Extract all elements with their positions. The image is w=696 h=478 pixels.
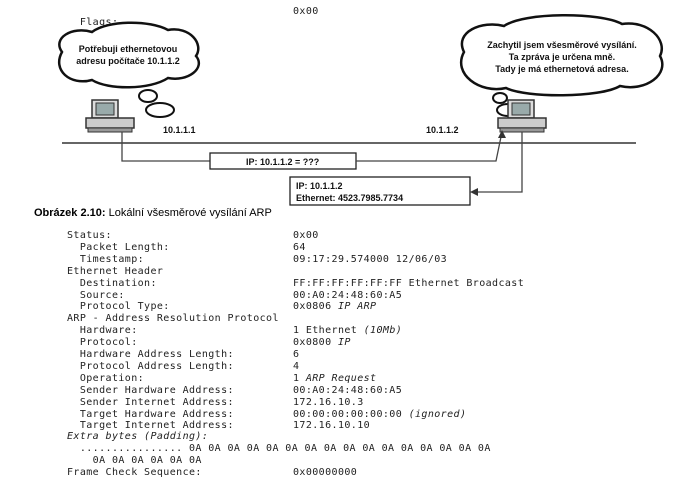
dump-key: Destination: [67, 277, 157, 289]
dump-value: 0x0800 IP [293, 337, 351, 349]
padding-line-2: 0A 0A 0A 0A 0A 0A [67, 455, 202, 466]
request-box-text: IP: 10.1.1.2 = ??? [246, 157, 319, 167]
dump-key: Hardware Address Length: [67, 349, 234, 360]
right-thought-bubble: Zachytil jsem všesměrové vysílání. Ta zp… [460, 14, 664, 117]
dump-key: Sender Internet Address: [67, 396, 234, 408]
right-bubble-line-2: Ta zpráva je určena mně. [509, 52, 615, 62]
arp-diagram: Potřebuji ethernetovou adresu počítače 1… [57, 14, 664, 206]
dump-value: 1 Ethernet (10Mb) [293, 325, 403, 337]
dump-value: 09:17:29.574000 12/06/03 [293, 253, 448, 265]
dump-value: 6 [293, 349, 300, 360]
dump-key: Status: [67, 230, 112, 241]
right-bubble-line-1: Zachytil jsem všesměrové vysílání. [487, 40, 637, 50]
dump-value: 1 ARP Request [293, 372, 377, 384]
dump-value: 172.16.10.10 [293, 420, 371, 432]
dump-note: (ignored) [408, 408, 467, 420]
dump-key: Protocol Address Length: [67, 360, 234, 372]
dump-note: ARP Request [305, 372, 377, 384]
dump-note: IP [337, 337, 351, 349]
dump-note: IP ARP [337, 301, 377, 313]
left-computer-icon [85, 99, 135, 133]
flags-row: Flags: [67, 6, 118, 28]
dump-key: Sender Hardware Address: [67, 384, 234, 396]
dump-value: 00:00:00:00:00:00 (ignored) [293, 408, 467, 420]
flags-key: Flags: [79, 17, 119, 28]
dump-key: Target Hardware Address: [67, 408, 234, 420]
fcs-key: Frame Check Sequence: [67, 467, 202, 478]
padding-line-1: ................ 0A 0A 0A 0A 0A 0A 0A 0A… [67, 443, 491, 454]
dump-value: 0x0806 IP ARP [293, 301, 377, 313]
caption-text: Lokální všesměrové vysílání ARP [105, 207, 272, 219]
left-bubble-line-2: adresu počítače 10.1.1.2 [76, 56, 180, 66]
reply-box-line-2: Ethernet: 4523.7985.7734 [296, 193, 403, 203]
left-bubble-line-1: Potřebuji ethernetovou [79, 44, 178, 54]
reply-box [289, 176, 471, 206]
right-ip-label: 10.1.1.2 [426, 125, 459, 135]
dump-value: FF:FF:FF:FF:FF:FF Ethernet Broadcast [293, 277, 525, 289]
right-computer-icon [497, 99, 547, 133]
extra-bytes-label: Extra bytes (Padding): [67, 431, 209, 442]
dump-key: Source: [67, 289, 125, 301]
dump-note: (10Mb) [363, 325, 403, 337]
right-bubble-line-3: Tady je má ethernetová adresa. [495, 64, 628, 74]
dump-key: Operation: [67, 372, 145, 384]
dump-value: 00:A0:24:48:60:A5 [293, 289, 403, 301]
dump-value: 0x00 [293, 230, 319, 241]
flags-value: 0x00 [293, 6, 319, 17]
reply-box-line-1: IP: 10.1.1.2 [296, 181, 343, 191]
caption-label: Obrázek 2.10: [34, 207, 106, 219]
dump-key: ARP - Address Resolution Protocol [67, 313, 279, 325]
dump-value: 4 [293, 360, 300, 372]
dump-value: 64 [293, 241, 306, 253]
dump-key: Protocol: [67, 337, 138, 349]
dump-key: Protocol Type: [67, 301, 170, 313]
dump-key: Timestamp: [67, 253, 145, 265]
left-thought-bubble: Potřebuji ethernetovou adresu počítače 1… [57, 21, 200, 118]
dump-key: Ethernet Header [67, 265, 164, 277]
dump-key: Target Internet Address: [67, 420, 234, 432]
dump-key: Packet Length: [67, 241, 170, 253]
left-ip-label: 10.1.1.1 [163, 125, 196, 135]
dump-value: 172.16.10.3 [293, 396, 364, 408]
fcs-value: 0x00000000 [293, 467, 358, 478]
dump-key: Hardware: [67, 325, 138, 337]
dump-value: 00:A0:24:48:60:A5 [293, 384, 403, 396]
figure-caption: Obrázek 2.10: Lokální všesměrové vysílán… [34, 207, 272, 219]
